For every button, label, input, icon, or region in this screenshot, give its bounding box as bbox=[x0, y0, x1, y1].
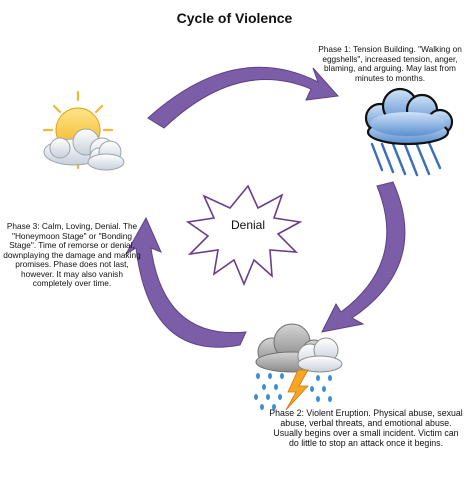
phase1-text: Phase 1: Tension Building. "Walking on e… bbox=[318, 44, 462, 83]
diagram-title: Cycle of Violence bbox=[176, 10, 293, 26]
phase2-text: Phase 2: Violent Eruption. Physical abus… bbox=[269, 408, 463, 449]
sun-cloud-icon bbox=[42, 90, 125, 171]
denial-label: Denial bbox=[230, 218, 266, 232]
denial-starburst bbox=[185, 184, 303, 287]
cycle-arrow-left bbox=[124, 216, 247, 348]
phase3-text: Phase 3: Calm, Loving, Denial. The "Hone… bbox=[3, 221, 141, 289]
storm-cloud-icon bbox=[364, 87, 454, 177]
cycle-arrow-top bbox=[147, 66, 340, 129]
cycle-arrow-right bbox=[321, 181, 406, 333]
thunderstorm-icon bbox=[254, 323, 343, 411]
lightning-icon bbox=[285, 369, 309, 411]
